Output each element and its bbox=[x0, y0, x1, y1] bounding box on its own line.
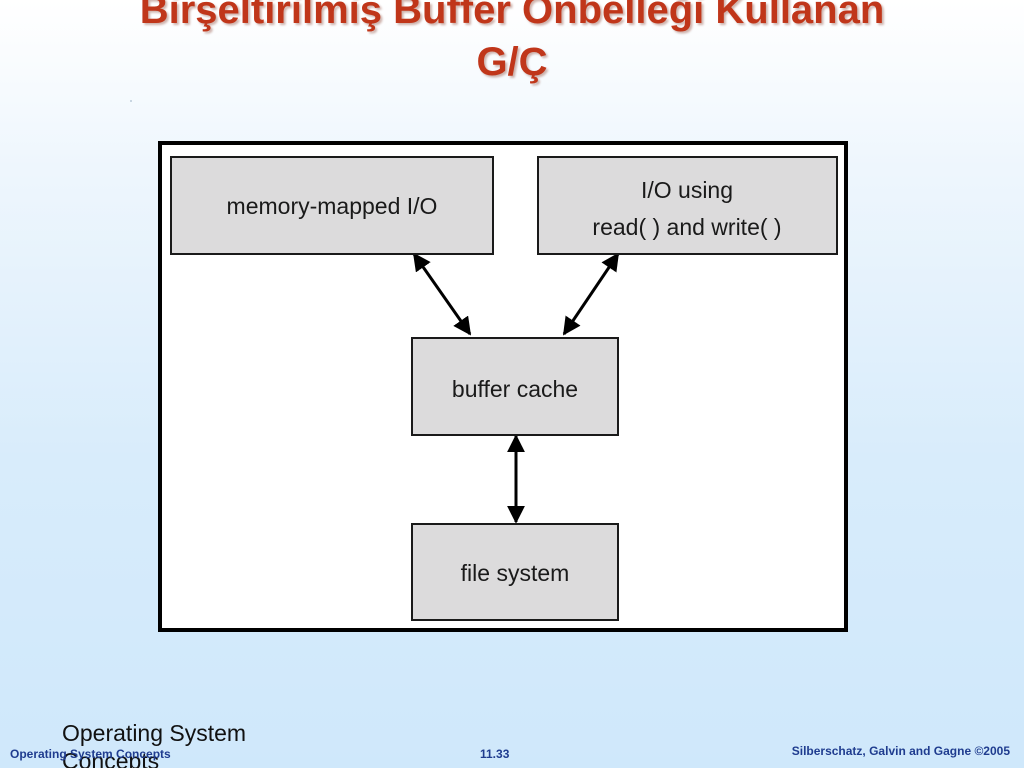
node-file-system-box bbox=[411, 523, 619, 621]
node-memory-mapped-io-label: memory-mapped I/O bbox=[227, 193, 438, 219]
node-memory-mapped-io: memory-mapped I/O bbox=[170, 156, 494, 255]
node-memory-mapped-io-box bbox=[170, 156, 494, 255]
slide-title-line-1: Birşeltirilmiş Buffer Önbelleği Kullanan bbox=[139, 0, 885, 32]
diagram-frame: memory-mapped I/O I/O using read( ) and … bbox=[158, 141, 848, 632]
footer-slide-number: 11.33 bbox=[480, 747, 510, 761]
node-io-read-write: I/O using read( ) and write( ) bbox=[537, 156, 838, 255]
diagram-canvas: memory-mapped I/O I/O using read( ) and … bbox=[161, 144, 845, 629]
edge-io-read-write-buffer-cache bbox=[562, 252, 620, 336]
node-buffer-cache-label: buffer cache bbox=[452, 376, 578, 402]
slide-title: Birşeltirilmiş Buffer Önbelleği Kullanan… bbox=[0, 0, 1024, 88]
node-io-read-write-box bbox=[537, 156, 838, 255]
node-io-read-write-label-line-1: I/O using bbox=[641, 177, 733, 203]
footer-course-name: Operating System Concepts bbox=[10, 747, 171, 761]
footer-ghost-text: Operating System Concepts bbox=[62, 720, 247, 768]
node-file-system: file system bbox=[411, 523, 619, 621]
node-file-system-label: file system bbox=[461, 560, 570, 586]
edge-memory-mapped-io-buffer-cache bbox=[412, 252, 472, 336]
footer-copyright: Silberschatz, Galvin and Gagne ©2005 bbox=[791, 744, 1010, 758]
node-io-read-write-label-line-2: read( ) and write( ) bbox=[592, 214, 781, 240]
decorative-dot bbox=[130, 100, 132, 102]
node-buffer-cache: buffer cache bbox=[411, 337, 619, 436]
node-buffer-cache-box bbox=[411, 337, 619, 436]
slide-title-line-2: G/Ç bbox=[476, 40, 548, 84]
diagram-svg: memory-mapped I/O I/O using read( ) and … bbox=[170, 156, 838, 621]
